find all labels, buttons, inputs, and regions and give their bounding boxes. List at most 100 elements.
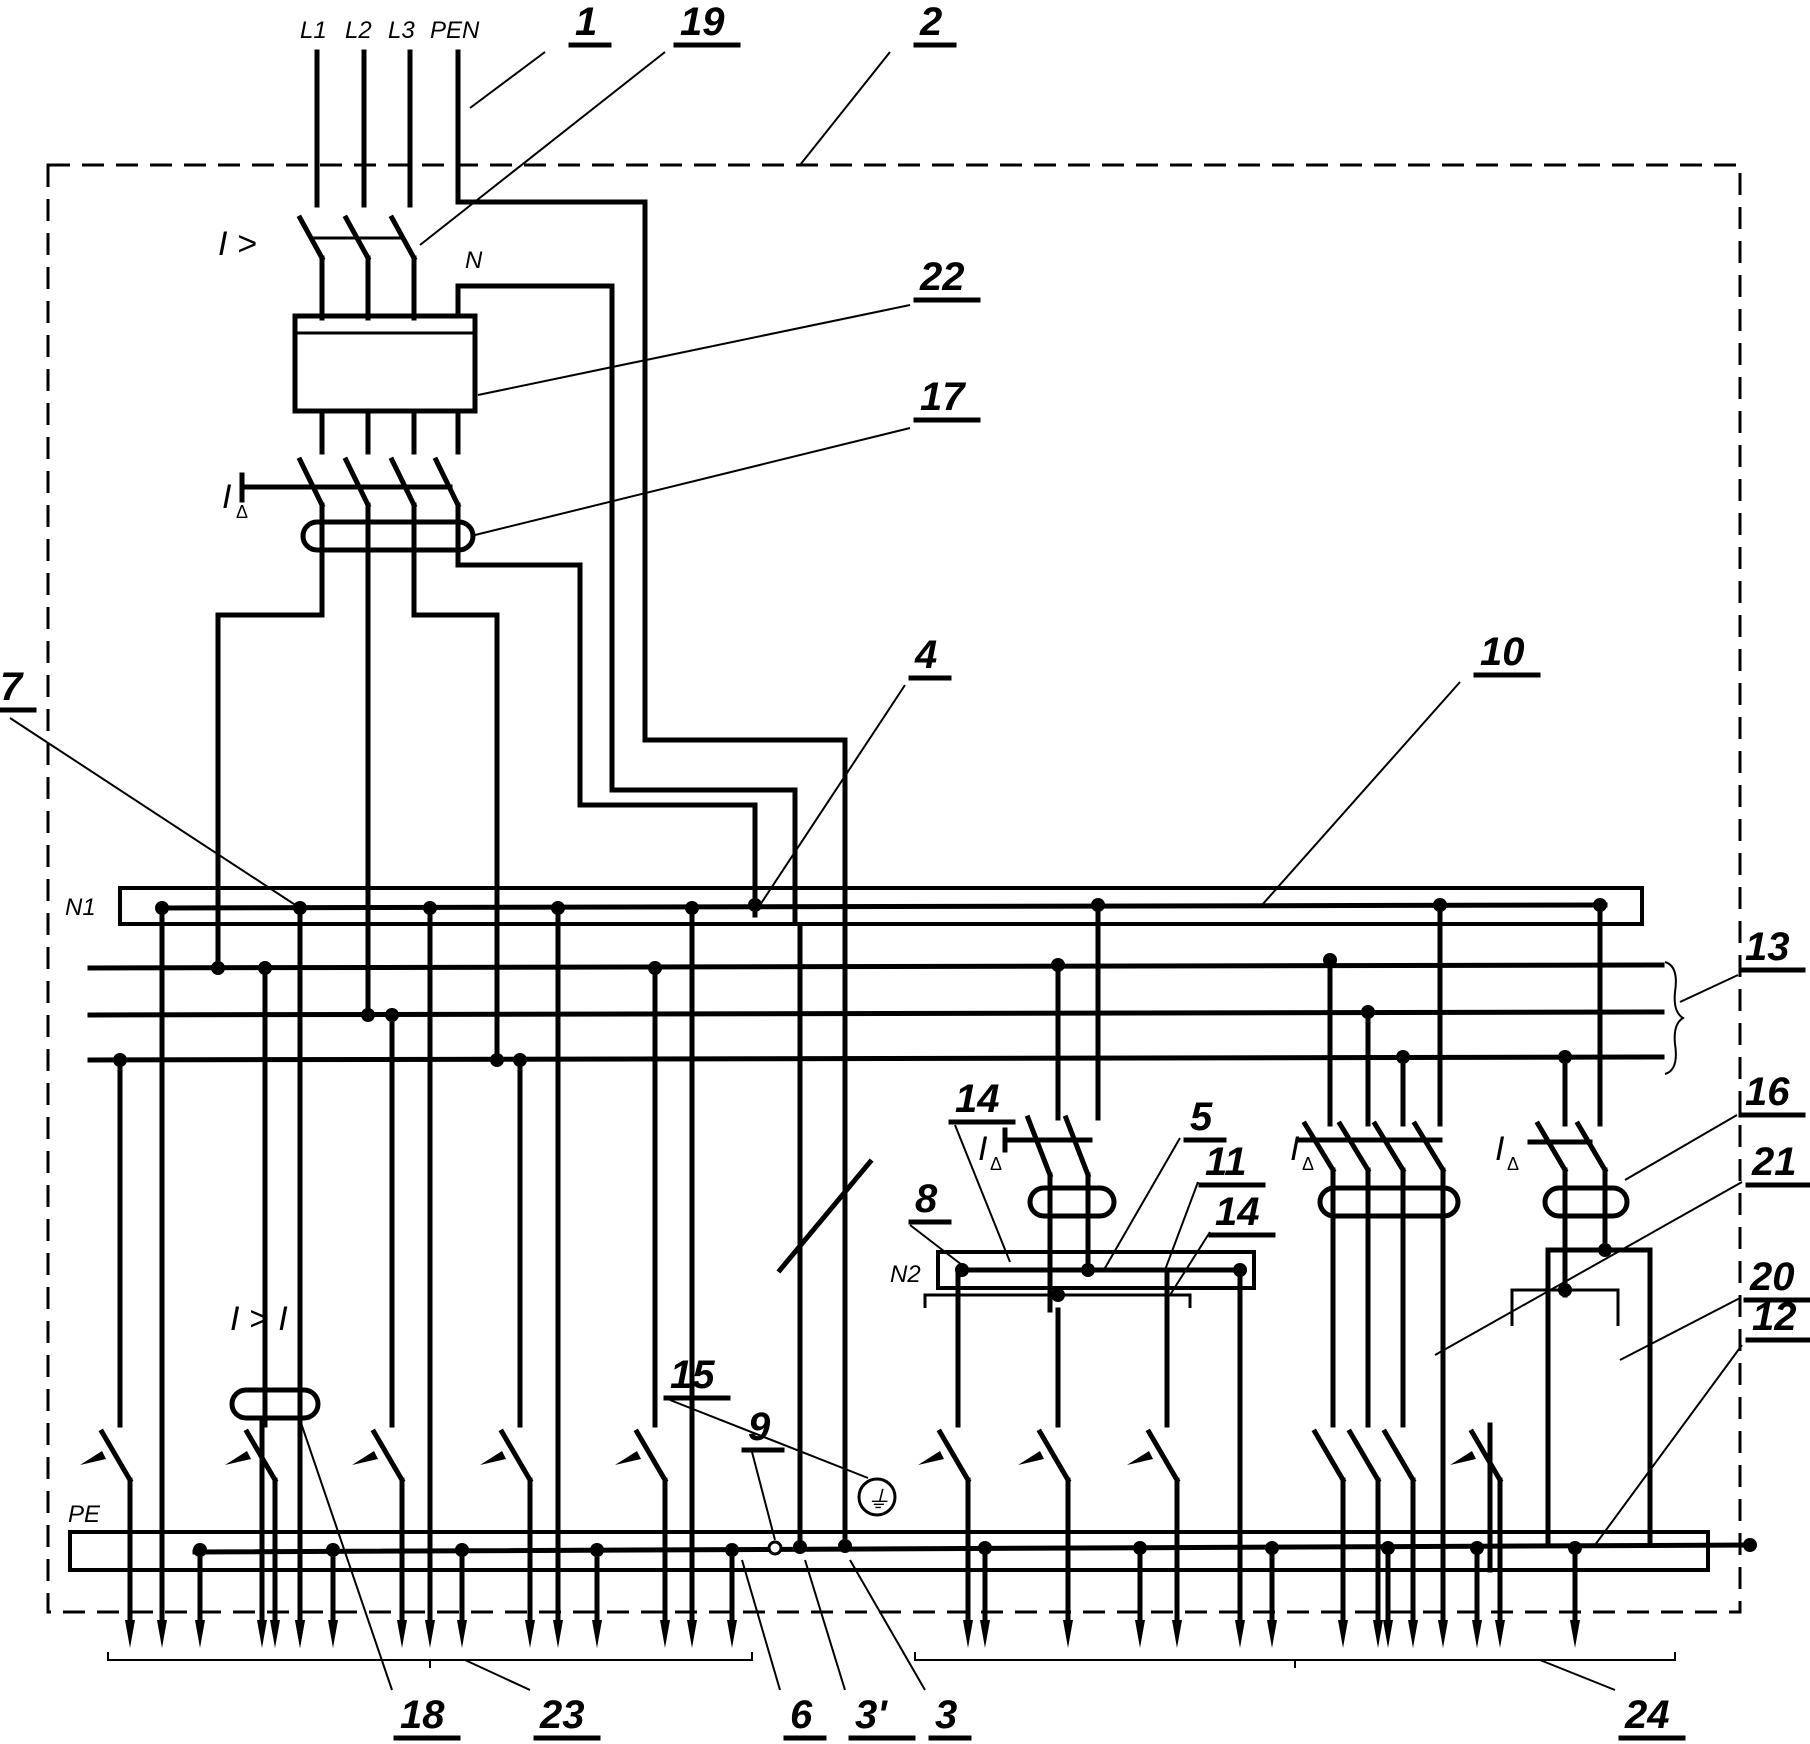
pe-feeder-0 [195, 1547, 205, 1648]
terminal-arrow-icon [1495, 1620, 1505, 1648]
reference-numeral-13: 13 [1745, 925, 1790, 969]
main-residual-current-device: I Δ [222, 456, 476, 568]
conductor-8-marker [776, 1158, 874, 1274]
terminal-arrow-icon [1235, 1620, 1245, 1648]
rcd-symbol-4p-sub: Δ [1302, 1154, 1314, 1174]
pe-feeder-right [980, 1545, 990, 1648]
phase-feeder-4 [615, 965, 670, 1648]
leader-line [474, 427, 911, 536]
rcd-symbol-5: I [978, 1130, 988, 1168]
rcd-symbol-5-sub: Δ [990, 1154, 1002, 1174]
reference-numeral-10: 10 [1480, 630, 1525, 674]
leader-line [804, 1559, 846, 1691]
reference-numeral-14: 14 [955, 1077, 1000, 1121]
terminal-arrow-icon [553, 1620, 563, 1648]
leader-line [1624, 1114, 1738, 1181]
supply-label-l2: L2 [345, 17, 372, 44]
supply-label-pen: PEN [430, 17, 480, 44]
reference-numeral-6: 6 [790, 1693, 813, 1737]
terminal-arrow-icon [963, 1620, 973, 1648]
reference-numeral-19: 19 [680, 0, 725, 44]
leader-line [741, 1559, 781, 1691]
terminal-arrow-icon [1472, 1620, 1482, 1648]
terminal-arrow-icon [257, 1620, 267, 1648]
terminal-arrow-icon [295, 1620, 305, 1648]
metering-device [292, 283, 798, 925]
incoming-supply-lines [314, 49, 848, 1548]
reference-numeral-20: 20 [1749, 1255, 1795, 1299]
neutral-feeder-2 [425, 905, 435, 1648]
leader-line [669, 1399, 869, 1479]
reference-numeral-7: 7 [0, 665, 24, 709]
supply-label-l3: L3 [388, 17, 415, 44]
pe-feeder-right [1383, 1545, 1393, 1648]
busbar-label-n2: N2 [890, 1261, 921, 1288]
rcd-symbol-sub: Δ [236, 502, 248, 522]
terminal-arrow-icon [157, 1620, 167, 1648]
reference-numeral-22: 22 [919, 255, 965, 299]
leader-line [299, 1419, 393, 1691]
reference-numeral-5: 5 [1190, 1095, 1213, 1139]
leader-line [759, 684, 906, 906]
bracket-group-23 [107, 1652, 753, 1668]
terminal-arrow-icon [425, 1620, 435, 1648]
leader-line [1261, 681, 1461, 906]
reference-numeral-1: 1 [575, 0, 597, 44]
rcbo-symbol: I > I [230, 1300, 288, 1338]
neutral-tap-label: N [465, 247, 483, 274]
terminal-arrow-icon [525, 1620, 535, 1648]
pe-feeder-right [1570, 1545, 1580, 1648]
sub-residual-current-device-5: I Δ [978, 1114, 1117, 1313]
main-phase-feeders [215, 547, 758, 1063]
neutral-feeder-3 [553, 905, 563, 1648]
rcbo-18: I > I [229, 1300, 321, 1648]
n2-feeder-2 [1127, 1267, 1182, 1648]
pe-feeder-right [1135, 1545, 1145, 1648]
terminal-arrow-icon [727, 1620, 737, 1648]
terminal-arrow-icon [1135, 1620, 1145, 1648]
rcd-symbol-2p-sub: Δ [1507, 1154, 1519, 1174]
leader-line [1679, 974, 1739, 1003]
reference-numeral-16: 16 [1745, 1070, 1790, 1114]
reference-numeral-4: 4 [914, 633, 937, 677]
pe-feeder-right [1472, 1545, 1482, 1648]
reference-numeral-8: 8 [915, 1177, 938, 1221]
leader-line [751, 1451, 776, 1541]
terminal-arrow-icon [457, 1620, 467, 1648]
reference-numeral-21: 21 [1751, 1140, 1797, 1184]
pe-feeder-2 [457, 1547, 467, 1648]
pe-test-link-9 [767, 1540, 783, 1556]
leader-line [1539, 1659, 1616, 1691]
left-branch-circuits: I > I [80, 898, 852, 1648]
leader-line [799, 51, 891, 166]
reference-numeral-23: 23 [539, 1693, 585, 1737]
earth-icon: ⏚ [866, 1487, 890, 1514]
terminal-arrow-icon [660, 1620, 670, 1648]
leader-line [1619, 1297, 1741, 1361]
terminal-arrow-icon [1338, 1620, 1348, 1648]
terminal-arrow-icon [1383, 1620, 1393, 1648]
terminal-arrow-icon [592, 1620, 602, 1648]
terminal-arrow-icon [687, 1620, 697, 1648]
reference-leaders [9, 51, 1743, 1691]
two-pole-rcd: I Δ [1495, 1120, 1653, 1548]
enclosure-outline [46, 163, 1742, 1614]
reference-numeral-2: 2 [919, 0, 942, 44]
rcd-symbol-4p: I [1290, 1130, 1300, 1168]
terminal-arrow-icon [980, 1620, 990, 1648]
reference-numeral-9: 9 [748, 1405, 771, 1449]
earth-terminal: ⏚ [857, 1477, 897, 1517]
terminal-arrow-icon [1267, 1620, 1277, 1648]
terminal-arrow-icon [1408, 1620, 1418, 1648]
pe-feeder-4 [727, 1547, 737, 1648]
main-circuit-breaker: I > [218, 214, 418, 321]
phase-feeder-3 [480, 1057, 535, 1648]
leader-line [954, 1124, 1011, 1263]
terminal-arrow-icon [1172, 1620, 1182, 1648]
leader-line [849, 1559, 926, 1691]
bracket-group-24 [914, 1652, 1676, 1668]
rcd-symbol-main: I [222, 478, 232, 516]
leader-line [1164, 1181, 1199, 1271]
phase-busbars [87, 961, 1685, 1075]
rcd-symbol-2p: I [1495, 1130, 1505, 1168]
